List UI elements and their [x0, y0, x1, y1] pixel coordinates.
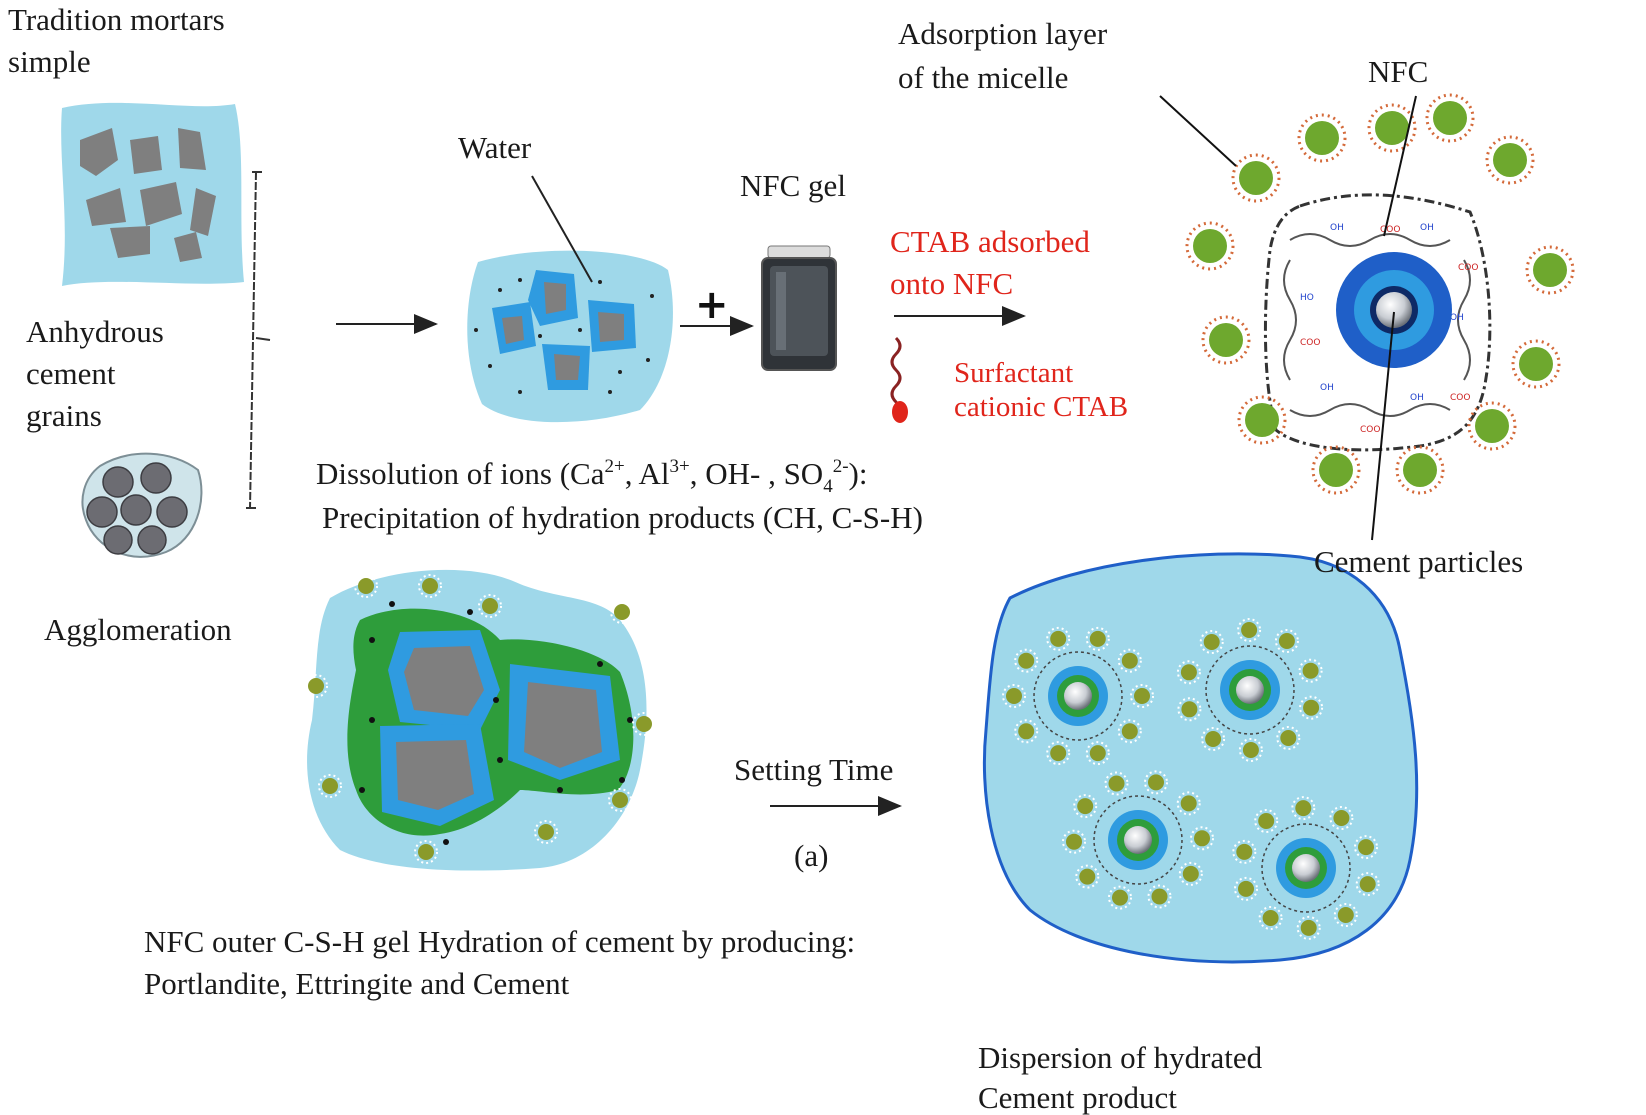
nfc-gel-bottle: [761, 245, 837, 371]
label-anhydrous-2: cement: [26, 356, 116, 391]
label-precipitation: Precipitation of hydration products (CH,…: [322, 500, 923, 535]
label-adsorption-layer: Adsorption layer: [898, 16, 1108, 51]
svg-text:OH: OH: [1420, 223, 1434, 233]
label-panel-a: (a): [794, 838, 828, 873]
label-nfc-outer-2: Portlandite, Ettringite and Cement: [144, 966, 570, 1001]
dispersed-cement-cluster: [1176, 618, 1324, 762]
label-agglomeration: Agglomeration: [44, 612, 232, 647]
svg-text:COO: COO: [1300, 338, 1320, 348]
early-hydration-blob: [467, 250, 673, 423]
cement-particle: [1124, 826, 1152, 854]
svg-text:OH: OH: [1450, 313, 1464, 323]
label-adsorption-layer-2: of the micelle: [898, 60, 1068, 95]
label-dissolution: Dissolution of ions (Ca2+, Al3+, OH- , S…: [316, 456, 867, 497]
label-nfc-gel: NFC gel: [740, 168, 846, 203]
label-traditional-mortars-2: simple: [8, 44, 91, 79]
agglomeration-cluster: [81, 452, 203, 558]
svg-text:COO: COO: [1380, 225, 1400, 235]
label-dispersion: Dispersion of hydrated: [978, 1040, 1263, 1075]
micelle-pointers: [1159, 95, 1417, 541]
label-anhydrous-3: grains: [26, 398, 102, 433]
svg-text:OH: OH: [1320, 383, 1334, 393]
svg-text:COO: COO: [1360, 425, 1380, 435]
label-surfactant-2: cationic CTAB: [954, 391, 1128, 423]
label-dispersion-2: Cement product: [978, 1080, 1177, 1115]
plus-sign: +: [695, 282, 729, 328]
svg-text:COO: COO: [1450, 393, 1470, 403]
label-setting-time: Setting Time: [734, 752, 893, 787]
svg-text:COO: COO: [1458, 263, 1478, 273]
dispersed-cement-cluster: [1002, 626, 1154, 766]
dispersion-particles: [1002, 618, 1380, 940]
cement-particle: [1236, 676, 1264, 704]
dispersed-cement-cluster: [1232, 796, 1380, 940]
grouping-bracket: [246, 171, 271, 509]
label-traditional-mortars: Tradition mortars: [8, 2, 225, 37]
label-ctab-adsorbed-2: onto NFC: [890, 266, 1013, 301]
nfc-micelle-structure: OH OH HO OH OH OH COO COO COO COO COO: [1263, 193, 1492, 452]
csh-gel-blob: [304, 569, 656, 871]
label-ctab-adsorbed: CTAB adsorbed: [890, 224, 1090, 259]
label-cement-particles: Cement particles: [1314, 544, 1523, 579]
ctab-surfactant-molecule: [890, 336, 908, 423]
label-water: Water: [458, 130, 532, 165]
svg-text:HO: HO: [1300, 293, 1314, 303]
traditional-mortar-blob: [61, 102, 244, 287]
label-anhydrous: Anhydrous: [26, 314, 164, 349]
dispersion-blob: [982, 552, 1419, 964]
label-nfc: NFC: [1368, 54, 1428, 89]
label-surfactant: Surfactant: [954, 357, 1073, 389]
svg-text:OH: OH: [1330, 223, 1344, 233]
dispersed-cement-cluster: [1062, 770, 1214, 910]
cement-particle: [1064, 682, 1092, 710]
water-pointer: [531, 175, 593, 283]
label-nfc-outer: NFC outer C-S-H gel Hydration of cement …: [144, 924, 855, 959]
cement-particle: [1292, 854, 1320, 882]
svg-text:OH: OH: [1410, 393, 1424, 403]
